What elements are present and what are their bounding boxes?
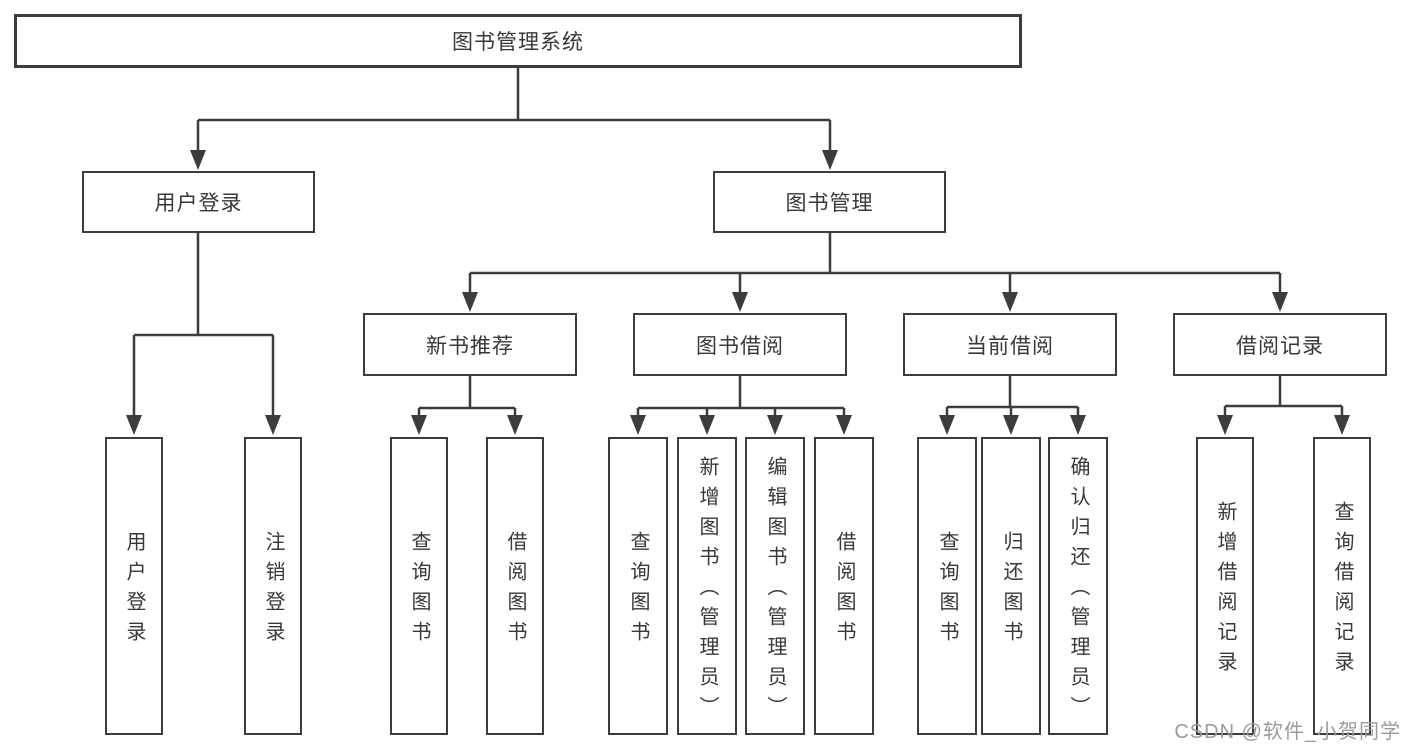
leaf-confirm-return-admin: 确认归还（管理员） [1048,437,1108,735]
leaf-query-books-recommend: 查询图书 [390,437,448,735]
leaf-borrow-books-recommend: 借阅图书 [486,437,544,735]
leaf-label: 用户登录 [123,531,145,651]
leaf-label: 注销登录 [262,531,284,651]
leaf-label: 编辑图书（管理员） [764,456,786,726]
leaf-label: 新增借阅记录 [1214,501,1236,681]
leaf-return-books: 归还图书 [981,437,1041,735]
node-book-borrow: 图书借阅 [633,313,847,376]
leaf-add-borrow-record: 新增借阅记录 [1196,437,1254,735]
node-label: 借阅记录 [1236,334,1324,358]
leaf-label: 借阅图书 [504,531,526,651]
node-new-book-recommend: 新书推荐 [363,313,577,376]
leaf-label: 归还图书 [1000,531,1022,651]
leaf-borrow-books: 借阅图书 [814,437,874,735]
leaf-query-borrow-record: 查询借阅记录 [1313,437,1371,735]
node-label: 用户登录 [154,192,243,215]
leaf-label: 新增图书（管理员） [696,456,718,726]
node-label: 图书管理 [785,192,874,215]
leaf-label: 查询图书 [408,531,430,651]
node-current-borrow: 当前借阅 [903,313,1117,376]
leaf-logout: 注销登录 [244,437,302,735]
node-borrow-records: 借阅记录 [1173,313,1387,376]
leaf-user-login: 用户登录 [105,437,163,735]
node-label: 当前借阅 [966,334,1054,358]
leaf-label: 查询图书 [627,531,649,651]
node-user-login: 用户登录 [82,171,315,233]
leaf-label: 查询图书 [936,531,958,651]
leaf-label: 借阅图书 [833,531,855,651]
node-library-system: 图书管理系统 [14,14,1022,68]
node-label: 新书推荐 [426,334,514,358]
leaf-label: 查询借阅记录 [1331,501,1353,681]
leaf-edit-books-admin: 编辑图书（管理员） [745,437,805,735]
leaf-query-books-borrow: 查询图书 [608,437,668,735]
node-label: 图书借阅 [696,334,784,358]
node-book-management: 图书管理 [713,171,946,233]
csdn-watermark: CSDN @软件_小贺同学 [1174,721,1401,743]
leaf-label: 确认归还（管理员） [1067,456,1089,726]
node-label: 图书管理系统 [452,31,584,54]
leaf-query-books-current: 查询图书 [917,437,977,735]
leaf-add-books-admin: 新增图书（管理员） [677,437,737,735]
